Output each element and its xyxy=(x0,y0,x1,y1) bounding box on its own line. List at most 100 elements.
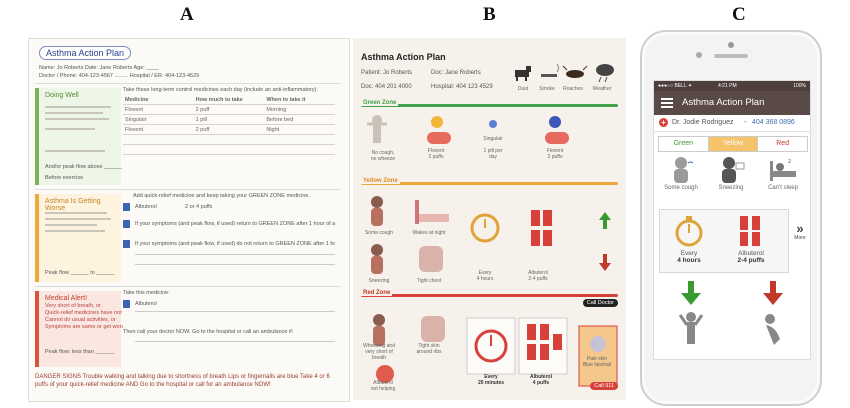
zone-arrow-icons xyxy=(678,281,783,345)
status-bar: ●●●○○ BELL ✦ 4:21 PM 100% xyxy=(654,81,810,91)
paper-yellow-intro: Add quick-relief medicine and keep takin… xyxy=(133,193,310,199)
doctor-separator: - xyxy=(744,119,747,126)
paper-danger-signs: DANGER SIGNS Trouble walking and talking… xyxy=(35,374,330,388)
green-caption: 1 pill per day xyxy=(483,148,503,160)
doctor-contact[interactable]: + Dr. Jodie Rodriguez - 404 368 0896 xyxy=(654,115,810,132)
svg-text:z: z xyxy=(788,158,791,165)
checkbox-icon xyxy=(123,220,130,228)
red-inhaler-stack-icon xyxy=(518,317,568,375)
paper-red-note: Peak flow: less than ______ xyxy=(45,349,114,355)
tab-yellow[interactable]: Yellow xyxy=(708,137,759,151)
app-screen: ●●●○○ BELL ✦ 4:21 PM 100% Asthma Action … xyxy=(653,80,811,360)
tab-red[interactable]: Red xyxy=(776,140,790,147)
green-zone-bar xyxy=(361,104,618,107)
yellow-zone-label: Yellow Zone xyxy=(361,178,400,184)
app-bar: Asthma Action Plan xyxy=(654,91,810,115)
sneeze-icon xyxy=(722,157,745,183)
yellow-caption: Every 4 hours xyxy=(476,270,494,282)
pill-icon xyxy=(489,120,497,128)
cough-icon xyxy=(674,157,694,183)
red-caption: Albuterol 4 puffs xyxy=(530,374,552,386)
sensor-icon xyxy=(696,52,702,58)
app-title: Asthma Action Plan xyxy=(682,97,765,108)
person-bending-icon xyxy=(765,314,780,345)
trigger-icons xyxy=(515,63,614,83)
yellow-zone-icons xyxy=(371,196,611,274)
paper-plan-title: Asthma Action Plan xyxy=(39,46,132,60)
pictorial-clinic-phone: Doc: 404 201 4000 xyxy=(361,84,412,90)
red-caption: Tight skin around ribs xyxy=(416,343,442,355)
paper-header-line: Doctor / Phone: 404-123-4567 ......... H… xyxy=(39,73,200,79)
symptom-label: Sneezing xyxy=(718,185,744,191)
roach-icon xyxy=(562,65,588,78)
paper-header-line: Name: Jo Roberts Date: Jane Roberts Age:… xyxy=(39,65,159,71)
more-button[interactable]: » More xyxy=(790,221,810,241)
green-zone-icons xyxy=(367,115,569,144)
symptom-cant-sleep: z Can't sleep xyxy=(758,155,808,191)
pictorial-doctor: Doc: Jane Roberts xyxy=(431,70,481,76)
yellow-zone-bar xyxy=(361,182,618,185)
trigger-label: Weather xyxy=(592,86,612,92)
status-time: 4:21 PM xyxy=(718,83,737,89)
paper-red-line: Quick-relief medicines have not helped, … xyxy=(45,310,123,316)
battery-level: 100% xyxy=(793,83,806,89)
green-zone-label: Green Zone xyxy=(361,100,399,106)
paper-red-call: Then call your doctor NOW. Go to the hos… xyxy=(123,329,294,335)
paper-red-line: Very short of breath, or xyxy=(45,303,101,309)
cough-person-icon xyxy=(371,196,383,226)
paper-yellow-puffs: 2 or 4 puffs xyxy=(185,204,213,210)
call-911-button[interactable]: Call 911 xyxy=(590,382,618,390)
paper-green-note: And/or peak flow above ______ xyxy=(45,164,123,170)
bed-icon xyxy=(415,200,449,224)
yellow-caption: Some cough xyxy=(364,230,394,236)
carrier-signal: ●●●○○ BELL ✦ xyxy=(658,83,693,89)
paper-action-plan: Asthma Action Plan Name: Jo Roberts Date… xyxy=(28,38,350,402)
red-stopwatch-icon xyxy=(466,317,516,375)
arrow-down-green-icon xyxy=(681,281,701,305)
pictorial-plan-title: Asthma Action Plan xyxy=(361,52,446,62)
inhaler-icon xyxy=(740,216,760,246)
green-caption: No cough, no wheeze xyxy=(370,150,396,162)
paper-red-zone: Medical Alert! Very short of breath, or … xyxy=(35,286,341,371)
symptom-some-cough: Some cough xyxy=(656,155,706,191)
red-zone-label: Red Zone xyxy=(361,290,393,296)
yellow-caption: Sneezing xyxy=(368,278,390,284)
paper-red-zone-name: Medical Alert! xyxy=(45,295,88,302)
yellow-caption: Tight chest xyxy=(416,278,442,284)
paper-red-med: Albuterol xyxy=(135,301,157,307)
doctor-name: Dr. Jodie Rodriguez xyxy=(672,119,734,126)
tight-chest-icon xyxy=(419,246,443,272)
chevron-right-icon: » xyxy=(796,221,804,236)
call-doctor-button[interactable]: Call Doctor xyxy=(582,299,618,307)
hamburger-menu-icon[interactable] xyxy=(661,98,673,108)
paper-green-intro: Take these long-term control medicines e… xyxy=(123,87,319,93)
paper-yellow-zone-name: Asthma Is Getting Worse xyxy=(45,198,101,212)
arrow-down-red-icon xyxy=(763,281,783,305)
red-caption: Wheezing and very short of breath xyxy=(363,343,395,361)
phone-device: ●●●○○ BELL ✦ 4:21 PM 100% Asthma Action … xyxy=(640,30,822,406)
moon-icon xyxy=(549,116,561,128)
trigger-label: Smoke xyxy=(539,86,555,92)
red-zone-icons xyxy=(373,314,618,387)
doctor-phone-link[interactable]: 404 368 0896 xyxy=(752,119,795,126)
red-zone-bar xyxy=(361,294,618,297)
trigger-label: Roaches xyxy=(563,86,583,92)
arrow-up-icon xyxy=(599,212,611,229)
red-caption: Every 20 minutes xyxy=(477,374,505,386)
pictorial-patient: Patient: Jo Roberts xyxy=(361,70,413,76)
stopwatch-icon xyxy=(470,213,500,243)
paper-red-line: Symptoms are same or get worse after 24 … xyxy=(45,324,123,330)
red-caption: Pale skin Blue lips/nail xyxy=(582,356,612,368)
smoke-icon xyxy=(541,63,559,77)
pictorial-action-plan: Asthma Action Plan Patient: Jo Roberts D… xyxy=(353,38,626,400)
tab-green[interactable]: Green xyxy=(659,137,709,151)
zone-tabs: Green Yellow Red xyxy=(658,136,808,152)
yellow-caption: Wakes at night xyxy=(412,230,446,236)
stopwatch-icon xyxy=(675,216,703,247)
trigger-label: Dust xyxy=(517,86,529,92)
